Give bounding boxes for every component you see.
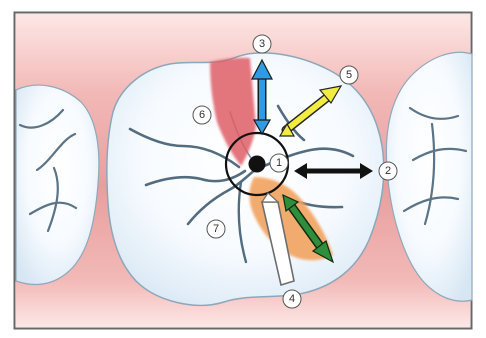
marker-5: 5 bbox=[340, 66, 358, 84]
marker-4: 4 bbox=[283, 290, 301, 308]
marker-7-label: 7 bbox=[213, 223, 219, 235]
marker-4-label: 4 bbox=[289, 293, 295, 305]
contact-center-dot bbox=[249, 156, 266, 173]
marker-2: 2 bbox=[379, 162, 397, 180]
marker-2-label: 2 bbox=[385, 165, 391, 177]
marker-1: 1 bbox=[270, 154, 288, 172]
marker-3: 3 bbox=[253, 35, 271, 53]
marker-6-label: 6 bbox=[199, 109, 205, 121]
marker-3-label: 3 bbox=[259, 38, 265, 50]
marker-7: 7 bbox=[207, 220, 225, 238]
marker-6: 6 bbox=[193, 106, 211, 124]
marker-1-label: 1 bbox=[276, 157, 282, 169]
marker-5-label: 5 bbox=[346, 69, 352, 81]
